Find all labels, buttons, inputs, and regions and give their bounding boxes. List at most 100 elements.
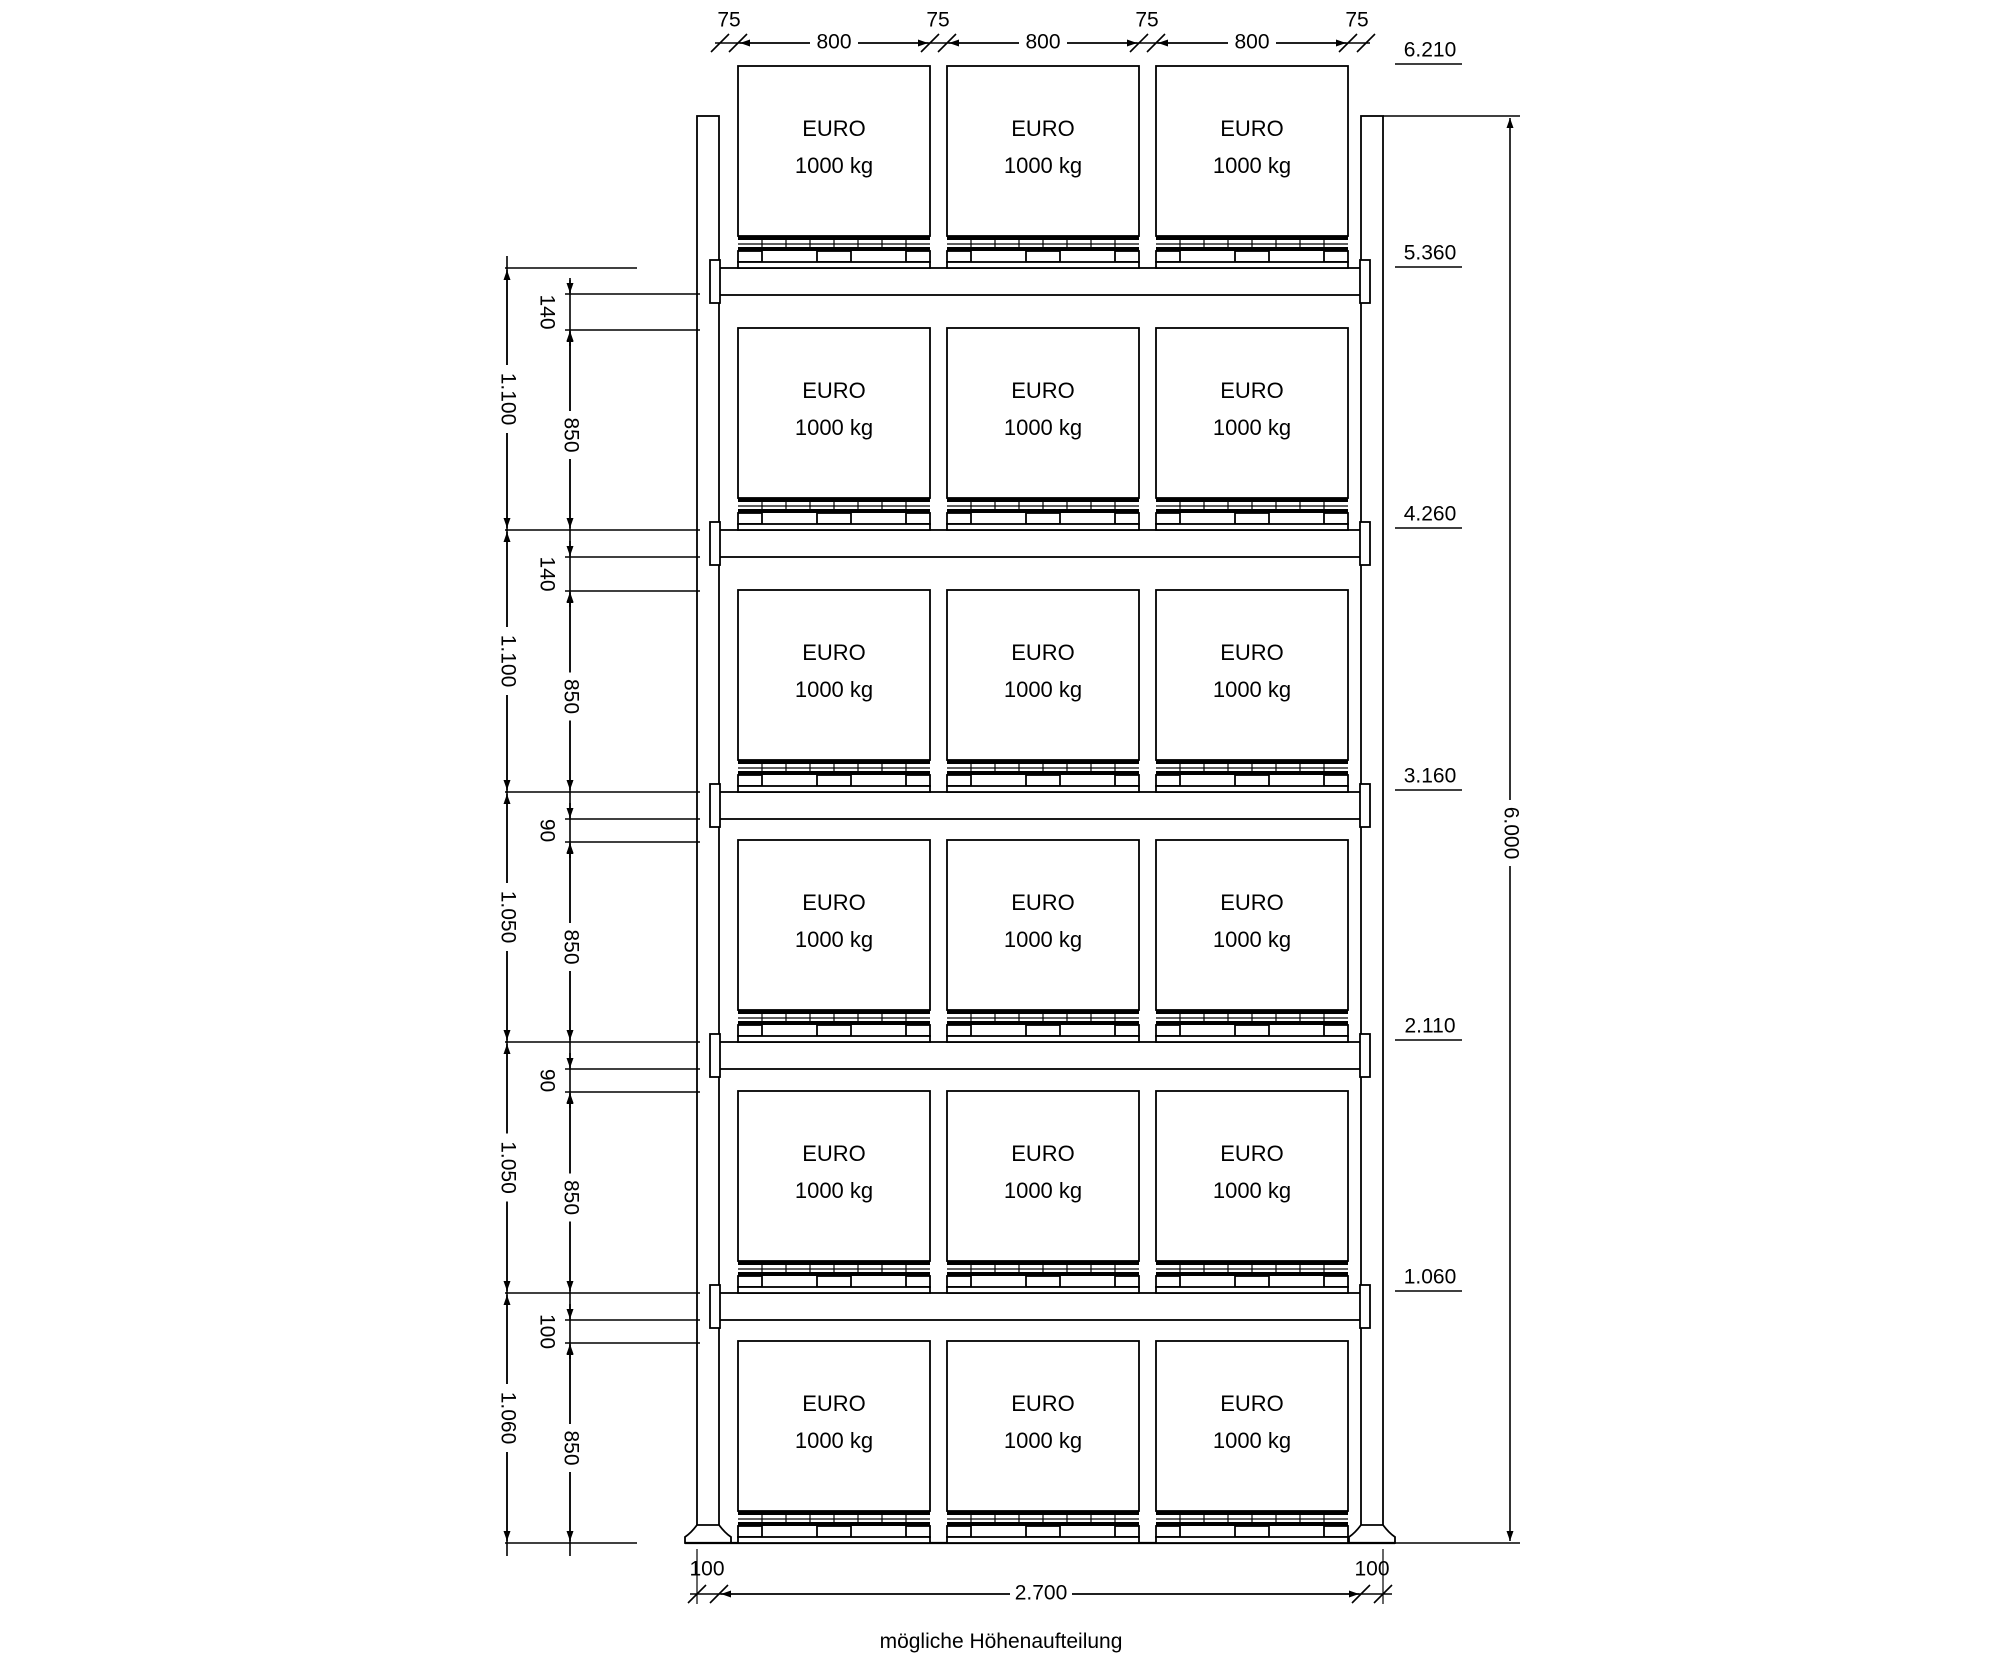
label-mask xyxy=(495,627,519,695)
beam-connector-left-1 xyxy=(709,259,721,304)
load-height-text: 850 xyxy=(559,417,582,452)
pallet-block xyxy=(1234,512,1270,525)
pallet-label-text: EURO xyxy=(1220,640,1284,665)
pallet-block xyxy=(737,774,763,787)
pallet-deck-top xyxy=(947,760,1139,764)
pallet-deck-top xyxy=(1156,498,1348,502)
foot-plate-right xyxy=(1348,1524,1396,1544)
pallet-load-text: 1000 kg xyxy=(795,1178,873,1203)
pallet-block xyxy=(1155,1525,1181,1538)
pallet-block xyxy=(816,250,852,263)
top-dim-tick xyxy=(710,33,730,53)
pallet-label-text: EURO xyxy=(802,378,866,403)
pallet-label-text: EURO xyxy=(1011,378,1075,403)
pallet-block xyxy=(1323,1525,1349,1538)
foot-plate-left xyxy=(684,1524,732,1544)
pallet-box xyxy=(946,327,1140,499)
pallet-base xyxy=(737,1035,931,1043)
pallet-load-text: 1000 kg xyxy=(795,927,873,952)
pallet-base xyxy=(1155,1286,1349,1294)
top-dim-tick xyxy=(1356,33,1376,53)
pallet-deck-top xyxy=(1156,236,1348,240)
beam-clearance-text: 100 xyxy=(535,1314,558,1349)
level-spacing-text: 1.100 xyxy=(496,635,519,688)
pallet-block xyxy=(905,250,931,263)
load-height-text: 850 xyxy=(559,679,582,714)
pallet-base xyxy=(946,1286,1140,1294)
pallet-block xyxy=(1155,1024,1181,1037)
pallet-deck-top xyxy=(738,498,930,502)
pallet-load-text: 1000 kg xyxy=(1004,1178,1082,1203)
pallet-base xyxy=(737,785,931,793)
pallet-base xyxy=(946,261,1140,269)
pallet-block xyxy=(946,1275,972,1288)
top-dim-tick xyxy=(1129,33,1149,53)
pallet-block xyxy=(946,1024,972,1037)
top-dim-tick xyxy=(1146,33,1166,53)
pallet-base xyxy=(946,785,1140,793)
load-height-text: 850 xyxy=(559,1430,582,1465)
beam-2 xyxy=(718,529,1362,558)
pallet-deck-bottom xyxy=(738,1021,930,1025)
pallet-load-text: 1000 kg xyxy=(1213,153,1291,178)
pallet-base xyxy=(1155,1035,1349,1043)
pallet-block xyxy=(737,1024,763,1037)
beam-connector-right-4 xyxy=(1359,1033,1371,1078)
pallet-deck-top xyxy=(1156,1511,1348,1515)
pallet-base xyxy=(946,523,1140,531)
pallet-box xyxy=(946,839,1140,1011)
pallet-deck-bottom xyxy=(738,1522,930,1526)
beam-connector-left-2 xyxy=(709,521,721,566)
pallet-base xyxy=(1155,261,1349,269)
pallet-block xyxy=(946,774,972,787)
level-spacing-text: 1.060 xyxy=(496,1392,519,1445)
pallet-block xyxy=(1155,774,1181,787)
top-dim-tick xyxy=(1338,33,1358,53)
pallet-box xyxy=(946,1340,1140,1512)
pallet-deck-bottom xyxy=(947,1522,1139,1526)
pallet-box xyxy=(737,65,931,237)
pallet-deck-bottom xyxy=(738,509,930,513)
pallet-box xyxy=(946,589,1140,761)
beam-connector-right-1 xyxy=(1359,259,1371,304)
pallet-box xyxy=(737,1090,931,1262)
top-dim-text: 75 xyxy=(717,9,740,32)
pallet-box xyxy=(1155,1340,1349,1512)
pallet-label-text: EURO xyxy=(802,116,866,141)
pallet-block xyxy=(737,512,763,525)
pallet-label-text: EURO xyxy=(1011,1141,1075,1166)
label-mask xyxy=(1228,31,1276,55)
label-mask xyxy=(495,1133,519,1202)
level-height-text: 3.160 xyxy=(1404,765,1457,788)
pallet-deck-top xyxy=(947,236,1139,240)
pallet-load-text: 1000 kg xyxy=(1213,1178,1291,1203)
pallet-block xyxy=(1234,250,1270,263)
label-mask xyxy=(1498,800,1522,866)
pallet-deck-top xyxy=(1156,1010,1348,1014)
pallet-block xyxy=(1323,512,1349,525)
pallet-block xyxy=(1025,1024,1061,1037)
pallet-label-text: EURO xyxy=(1011,890,1075,915)
pallet-load-text: 1000 kg xyxy=(1004,153,1082,178)
level-height-text: 4.260 xyxy=(1404,503,1457,526)
pallet-label-text: EURO xyxy=(1220,890,1284,915)
pallet-base xyxy=(737,1286,931,1294)
pallet-deck-bottom xyxy=(1156,1272,1348,1276)
pallet-deck-bottom xyxy=(1156,1522,1348,1526)
beam-connector-left-5 xyxy=(709,1284,721,1329)
beam-clearance-text: 90 xyxy=(535,819,558,842)
pallet-deck-bottom xyxy=(1156,771,1348,775)
pallet-block xyxy=(1155,250,1181,263)
bottom-left-dim-text: 100 xyxy=(689,1558,724,1581)
